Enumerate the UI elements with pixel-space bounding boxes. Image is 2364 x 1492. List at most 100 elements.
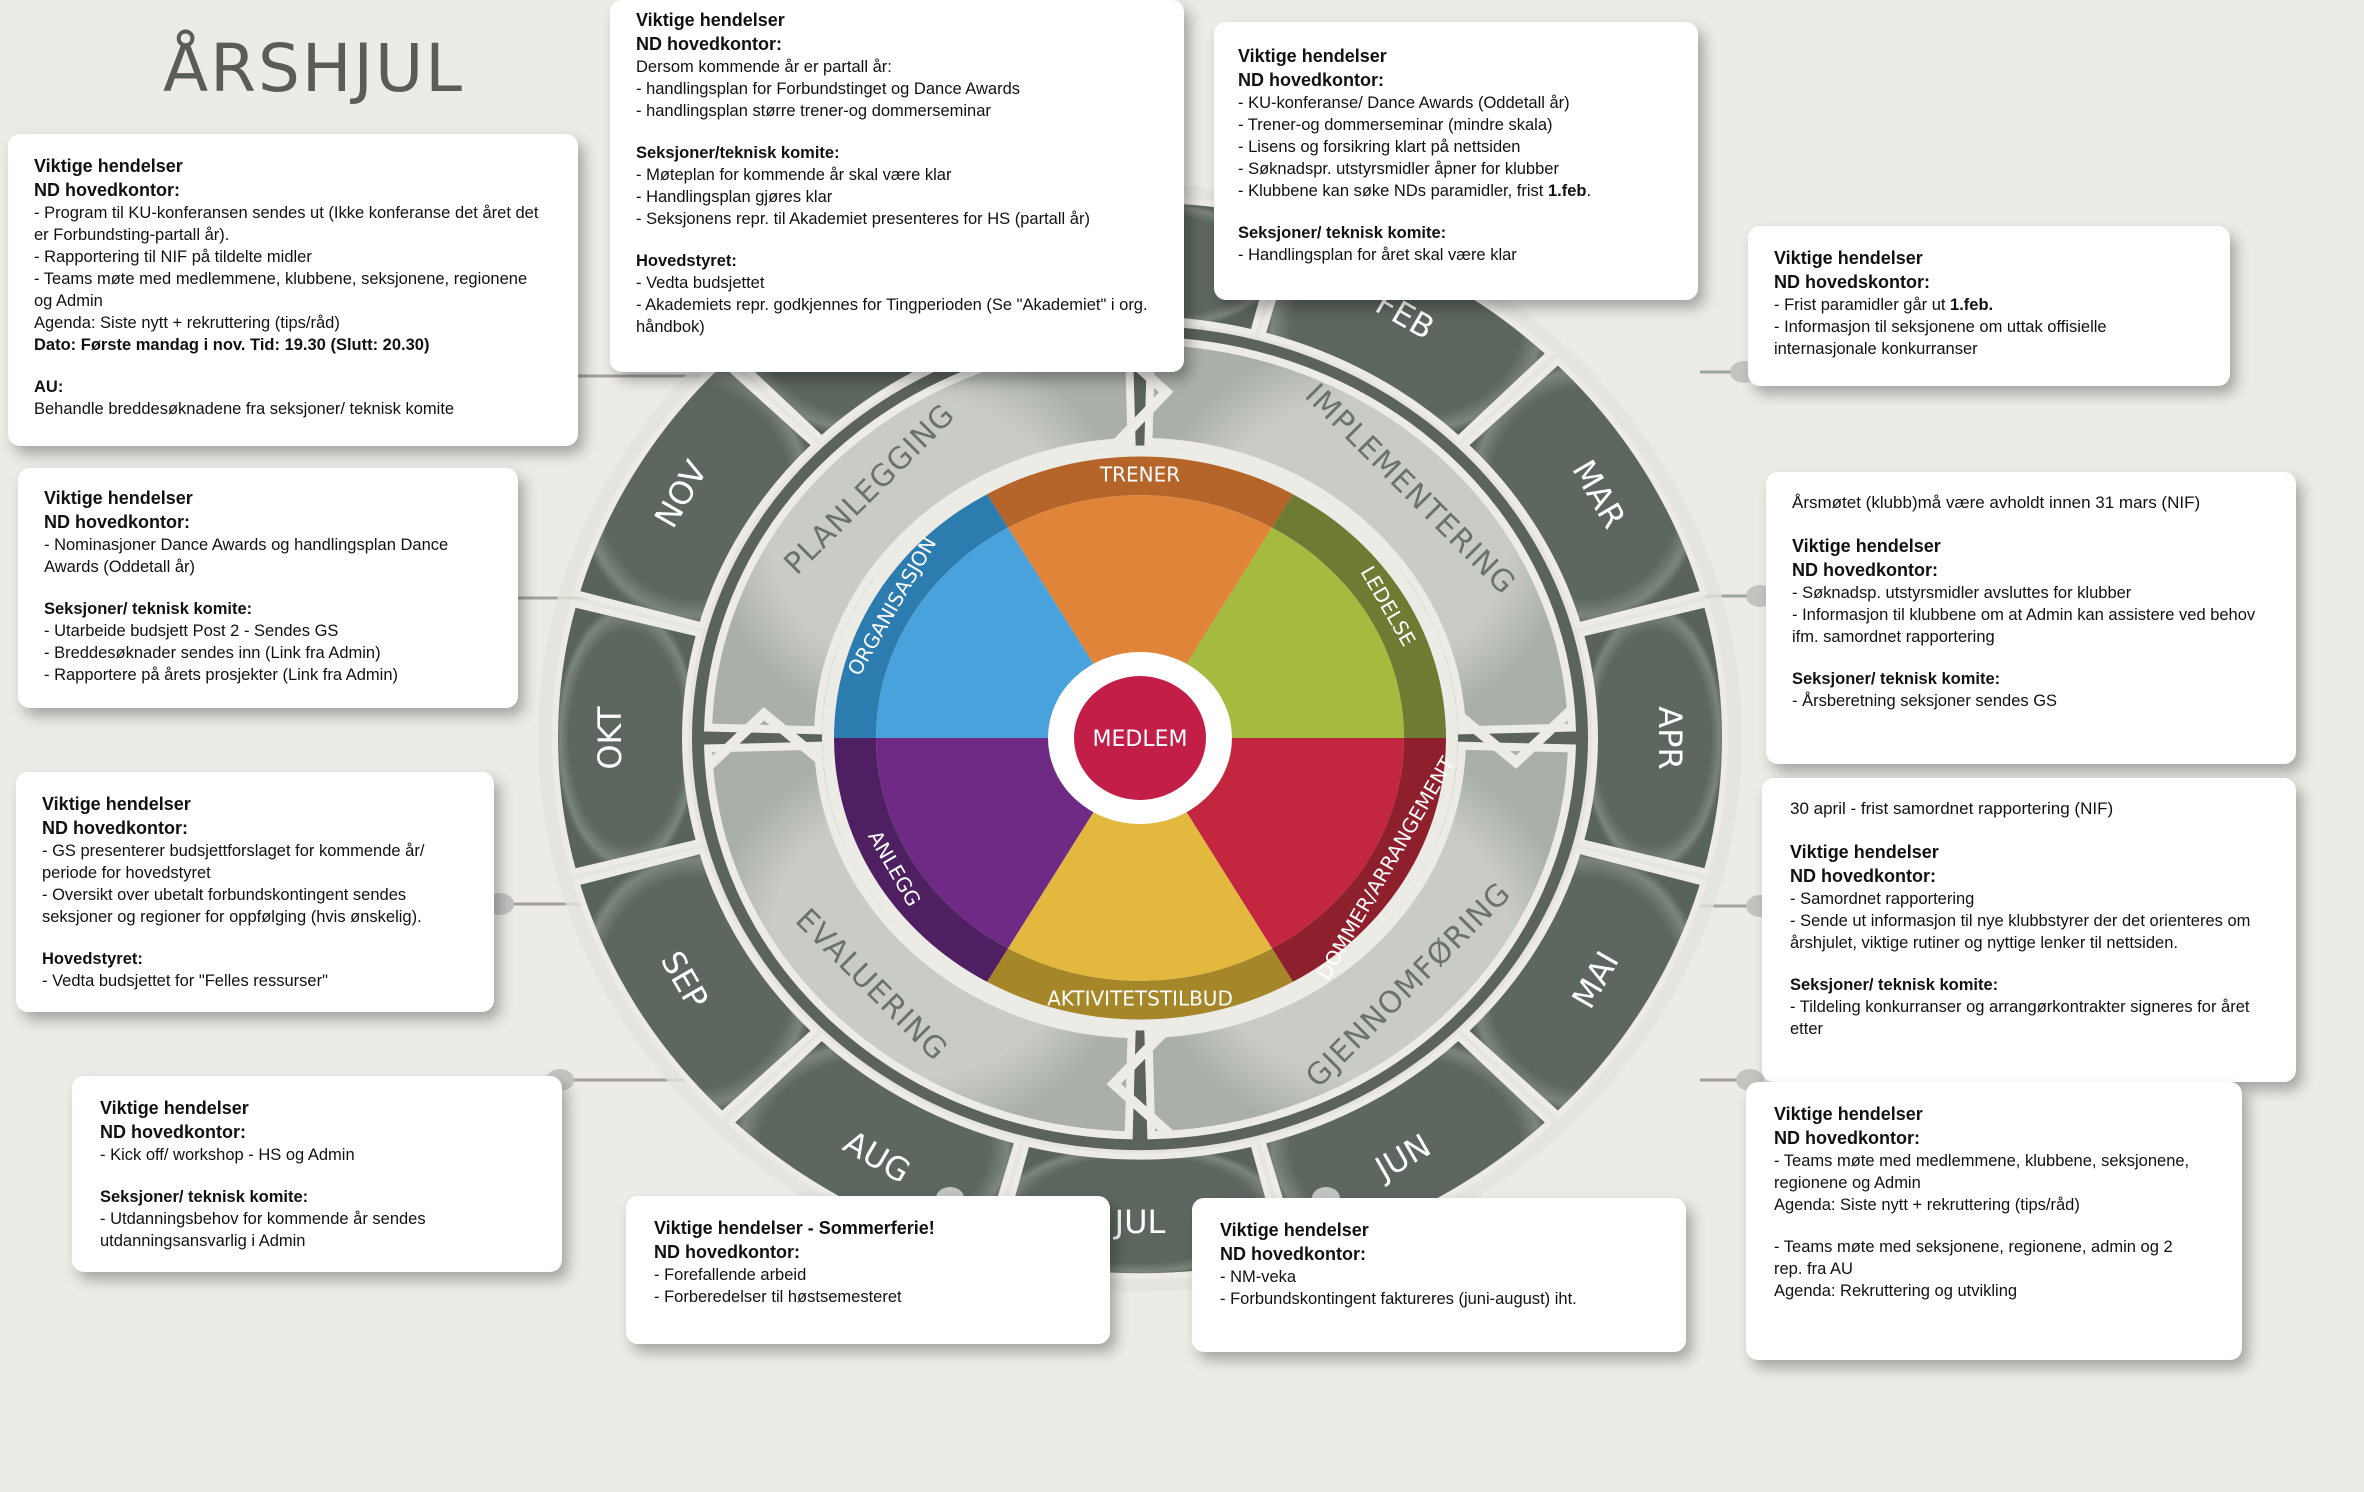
card-line: - Søknadsp. utstyrsmidler avsluttes for … bbox=[1792, 584, 2132, 602]
card-line: regionene og Admin bbox=[1774, 1174, 1921, 1192]
card-jan: Viktige hendelser ND hovedkontor: - KU-k… bbox=[1214, 22, 1698, 300]
card-subheading: ND hovedkontor: bbox=[42, 818, 188, 838]
card-line: utdanningsansvarlig i Admin bbox=[100, 1232, 306, 1250]
card-line-bold: 1.feb bbox=[1547, 182, 1587, 200]
card-line-text: - Frist paramidler går ut bbox=[1774, 296, 1951, 314]
card-heading: Viktige hendelser bbox=[1238, 46, 1387, 66]
card-line: - Vedta budsjettet bbox=[636, 274, 765, 292]
card-section-heading: Seksjoner/teknisk komite: bbox=[636, 144, 840, 162]
phase-arrow bbox=[1458, 706, 1575, 769]
card-line: - Rapportering til NIF på tildelte midle… bbox=[34, 248, 312, 266]
card-section-heading: Seksjoner/ teknisk komite: bbox=[1792, 670, 2001, 688]
card-section-heading: Seksjoner/ teknisk komite: bbox=[44, 600, 253, 618]
center-disc bbox=[1074, 676, 1206, 800]
card-line: - Seksjonens repr. til Akademiet present… bbox=[636, 210, 1090, 228]
card-line: - Program til KU-konferansen sendes ut (… bbox=[34, 204, 539, 222]
month-label: APR bbox=[1651, 706, 1689, 769]
card-line: - Frist paramidler går ut 1.feb. bbox=[1774, 294, 2204, 316]
card-line-bold: Dato: Første mandag i nov. Tid: 19.30 (S… bbox=[34, 336, 430, 354]
card-mai: Viktige hendelser ND hovedkontor: - Team… bbox=[1746, 1082, 2242, 1360]
card-line: - Årsberetning seksjoner sendes GS bbox=[1792, 692, 2058, 710]
card-line: - Sende ut informasjon til nye klubbstyr… bbox=[1790, 912, 2251, 930]
card-line: Dersom kommende år er partall år: bbox=[636, 58, 892, 76]
month-segment bbox=[1576, 600, 1728, 876]
card-line: - NM-veka bbox=[1220, 1268, 1297, 1286]
phase-segment bbox=[1144, 741, 1576, 1140]
card-line: - Tildeling konkurranser og arrangørkont… bbox=[1790, 998, 2250, 1016]
card-heading: Viktige hendelser bbox=[1790, 842, 1939, 862]
month-segment bbox=[1460, 846, 1708, 1119]
card-line: - Akademiets repr. godkjennes for Tingpe… bbox=[636, 296, 1148, 314]
card-heading: Viktige hendelser bbox=[44, 488, 193, 508]
card-line: - Lisens og forsikring klart på nettside… bbox=[1238, 138, 1521, 156]
segment-band bbox=[834, 494, 1008, 738]
card-line: Agenda: Siste nytt + rekruttering (tips/… bbox=[1774, 1196, 2080, 1214]
segment-wedge bbox=[1008, 495, 1272, 738]
card-line: - Utarbeide budsjett Post 2 - Sendes GS bbox=[44, 622, 339, 640]
card-line: - handlingsplan større trener-og dommers… bbox=[636, 102, 991, 120]
card-heading: Viktige hendelser bbox=[100, 1098, 249, 1118]
card-intro: Årsmøtet (klubb)må være avholdt innen 31… bbox=[1792, 493, 2201, 512]
card-line: Agenda: Rekruttering og utvikling bbox=[1774, 1282, 2018, 1300]
card-subheading: ND hovedskontor: bbox=[1774, 272, 1931, 292]
card-heading: Viktige hendelser bbox=[1220, 1220, 1369, 1240]
card-subheading: ND hovedkontor: bbox=[1790, 866, 1936, 886]
card-line: ifm. samordnet rapportering bbox=[1792, 628, 1995, 646]
card-line-bold: 1.feb. bbox=[1950, 296, 1994, 314]
card-subheading: ND hovedkontor: bbox=[1220, 1244, 1366, 1264]
card-line: - Søknadspr. utstyrsmidler åpner for klu… bbox=[1238, 160, 1559, 178]
center-label: MEDLEM bbox=[1093, 727, 1188, 752]
card-line: - Teams møte med seksjonene, regionene, … bbox=[1774, 1238, 2173, 1256]
card-line: - Forbundskontingent faktureres (juni-au… bbox=[1220, 1290, 1577, 1308]
card-top: Viktige hendelser ND hovedkontor: Dersom… bbox=[610, 0, 1184, 372]
card-line: håndbok) bbox=[636, 318, 705, 336]
card-line: - GS presenterer budsjettforslaget for k… bbox=[42, 842, 425, 860]
card-line: internasjonale konkurranser bbox=[1774, 340, 1978, 358]
segment-band bbox=[834, 738, 1008, 982]
card-line: Agenda: Siste nytt + rekruttering (tips/… bbox=[34, 314, 340, 332]
card-jul: Viktige hendelser - Sommerferie! ND hove… bbox=[626, 1196, 1110, 1344]
card-des: Viktige hendelser ND hovedkontor: - Prog… bbox=[8, 134, 578, 446]
month-segment bbox=[572, 846, 820, 1119]
card-line: - Rapportere på årets prosjekter (Link f… bbox=[44, 666, 398, 684]
segment-label: AKTIVITETSTILBUD bbox=[1047, 987, 1233, 1011]
card-section-heading: AU: bbox=[34, 378, 64, 396]
card-line: og Admin bbox=[34, 292, 103, 310]
phase-segment bbox=[704, 741, 1136, 1140]
card-heading: Viktige hendelser bbox=[34, 156, 183, 176]
card-section-heading: Hovedstyret: bbox=[42, 950, 143, 968]
card-heading: Viktige hendelser bbox=[42, 794, 191, 814]
month-segment bbox=[552, 600, 704, 876]
card-apr: 30 april - frist samordnet rapportering … bbox=[1762, 778, 2296, 1082]
month-segment bbox=[1460, 357, 1708, 630]
card-line: - Handlingsplan for året skal være klar bbox=[1238, 246, 1517, 264]
card-line: - Klubbene kan søke NDs paramidler, fris… bbox=[1238, 180, 1674, 202]
card-line: - KU-konferanse/ Dance Awards (Oddetall … bbox=[1238, 94, 1570, 112]
segment-band bbox=[1272, 738, 1446, 982]
card-heading: Viktige hendelser bbox=[1792, 536, 1941, 556]
card-mar: Årsmøtet (klubb)må være avholdt innen 31… bbox=[1766, 472, 2296, 764]
card-line-tail: . bbox=[1586, 182, 1592, 200]
card-feb: Viktige hendelser ND hovedskontor: - Fri… bbox=[1748, 226, 2230, 386]
phase-arrow bbox=[705, 707, 822, 770]
card-okt: Viktige hendelser ND hovedkontor: - Nomi… bbox=[18, 468, 518, 708]
card-heading: Viktige hendelser bbox=[636, 10, 785, 30]
card-jun: Viktige hendelser ND hovedkontor: - NM-v… bbox=[1192, 1198, 1686, 1352]
card-line: - Utdanningsbehov for kommende år sendes bbox=[100, 1210, 426, 1228]
card-line: - Handlingsplan gjøres klar bbox=[636, 188, 833, 206]
card-subheading: ND hovedkontor: bbox=[1792, 560, 1938, 580]
month-label: JUL bbox=[1113, 1203, 1166, 1241]
card-line: Awards (Oddetall år) bbox=[44, 558, 196, 576]
card-line: - Forberedelser til høstsemesteret bbox=[654, 1288, 902, 1306]
card-line: - Breddesøknader sendes inn (Link fra Ad… bbox=[44, 644, 381, 662]
card-line: - Informasjon til seksjonene om uttak of… bbox=[1774, 318, 2107, 336]
segment-band bbox=[987, 456, 1293, 528]
card-line: rep. fra AU bbox=[1774, 1260, 1853, 1278]
card-subheading: ND hovedkontor: bbox=[34, 180, 180, 200]
card-subheading: ND hovedkontor: bbox=[100, 1122, 246, 1142]
card-line: - Teams møte med medlemmene, klubbene, s… bbox=[1774, 1152, 2190, 1170]
card-line: årshjulet, viktige rutiner og nyttige le… bbox=[1790, 934, 2178, 952]
card-line: - Nominasjoner Dance Awards og handlings… bbox=[44, 536, 449, 554]
segment-band bbox=[1272, 494, 1446, 738]
card-line: - handlingsplan for Forbundstinget og Da… bbox=[636, 80, 1021, 98]
